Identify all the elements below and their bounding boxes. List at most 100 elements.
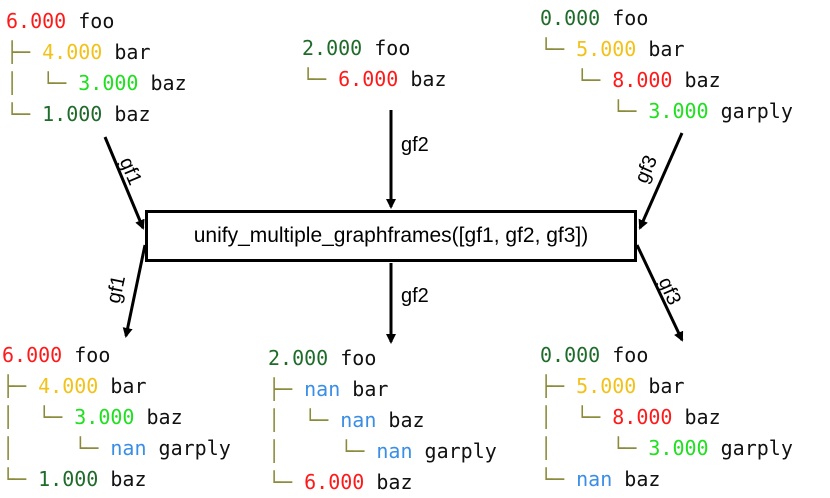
tree-guide: └─ xyxy=(302,67,339,91)
node-name: garply xyxy=(424,439,497,463)
node-name: foo xyxy=(374,36,411,60)
node-value: nan xyxy=(340,408,377,432)
tree-node: └─ nan baz xyxy=(540,464,793,495)
tree-guide: │ └─ xyxy=(268,439,377,463)
tree-node: └─ 6.000 baz xyxy=(268,467,497,498)
arrow-out-gf3 xyxy=(635,244,684,342)
tree-guide: ├─ xyxy=(540,374,577,398)
function-box: unify_multiple_graphframes([gf1, gf2, gf… xyxy=(145,210,637,262)
node-value: 8.000 xyxy=(612,405,673,429)
tree-node: └─ 3.000 garply xyxy=(540,96,793,127)
node-value: nan xyxy=(110,436,147,460)
node-name: foo xyxy=(74,343,111,367)
node-name: baz xyxy=(146,405,183,429)
arrow-label-out-gf2: gf2 xyxy=(401,285,429,307)
input-tree-gf1: 6.000 foo├─ 4.000 bar│ └─ 3.000 baz└─ 1.… xyxy=(6,6,187,130)
node-name: baz xyxy=(624,467,661,491)
node-name: baz xyxy=(684,68,721,92)
node-name: baz xyxy=(110,467,147,491)
node-name: baz xyxy=(388,408,425,432)
node-value: 0.000 xyxy=(540,343,601,367)
node-value: 8.000 xyxy=(612,68,673,92)
output-tree-gf1: 6.000 foo├─ 4.000 bar│ └─ 3.000 baz│ └─ … xyxy=(2,340,231,495)
node-value: 4.000 xyxy=(42,40,103,64)
tree-node: ├─ nan bar xyxy=(268,374,497,405)
tree-guide: └─ xyxy=(540,99,649,123)
tree-guide: │ └─ xyxy=(6,71,79,95)
tree-guide: └─ xyxy=(6,102,43,126)
tree-guide: ├─ xyxy=(2,374,39,398)
node-value: nan xyxy=(304,377,341,401)
tree-guide: └─ xyxy=(540,467,577,491)
node-name: bar xyxy=(110,374,147,398)
node-name: garply xyxy=(720,436,793,460)
tree-node: │ └─ 8.000 baz xyxy=(540,402,793,433)
tree-node: ├─ 5.000 bar xyxy=(540,371,793,402)
tree-node: │ └─ nan garply xyxy=(268,436,497,467)
node-value: 6.000 xyxy=(304,470,365,494)
node-name: bar xyxy=(648,374,685,398)
tree-node: 2.000 foo xyxy=(302,33,447,64)
tree-node: │ └─ 3.000 baz xyxy=(2,402,231,433)
node-name: baz xyxy=(114,102,151,126)
tree-guide: │ └─ xyxy=(268,408,341,432)
node-value: nan xyxy=(376,439,413,463)
node-name: bar xyxy=(648,37,685,61)
node-value: 1.000 xyxy=(38,467,99,491)
tree-node: │ └─ nan baz xyxy=(268,405,497,436)
node-name: foo xyxy=(78,9,115,33)
node-value: 3.000 xyxy=(648,436,709,460)
node-name: bar xyxy=(352,377,389,401)
tree-node: └─ 6.000 baz xyxy=(302,64,447,95)
node-name: baz xyxy=(150,71,187,95)
node-name: baz xyxy=(376,470,413,494)
arrow-out-gf1 xyxy=(122,244,147,338)
node-name: garply xyxy=(158,436,231,460)
tree-node: 2.000 foo xyxy=(268,343,497,374)
node-value: 5.000 xyxy=(576,37,637,61)
tree-node: ├─ 4.000 bar xyxy=(2,371,231,402)
node-value: 4.000 xyxy=(38,374,99,398)
node-value: 1.000 xyxy=(42,102,103,126)
tree-node: ├─ 4.000 bar xyxy=(6,37,187,68)
node-value: 5.000 xyxy=(576,374,637,398)
node-name: baz xyxy=(684,405,721,429)
node-value: 6.000 xyxy=(6,9,67,33)
output-tree-gf2: 2.000 foo├─ nan bar│ └─ nan baz│ └─ nan … xyxy=(268,343,497,498)
input-tree-gf3: 0.000 foo└─ 5.000 bar └─ 8.000 baz └─ 3.… xyxy=(540,3,793,127)
tree-node: 0.000 foo xyxy=(540,340,793,371)
input-tree-gf2: 2.000 foo└─ 6.000 baz xyxy=(302,33,447,95)
node-value: 3.000 xyxy=(78,71,139,95)
tree-node: │ └─ nan garply xyxy=(2,433,231,464)
node-name: baz xyxy=(410,67,447,91)
tree-guide: └─ xyxy=(2,467,39,491)
node-value: 3.000 xyxy=(648,99,709,123)
tree-guide: └─ xyxy=(268,470,305,494)
node-name: bar xyxy=(114,40,151,64)
tree-node: └─ 5.000 bar xyxy=(540,34,793,65)
tree-guide: └─ xyxy=(540,37,577,61)
tree-guide: │ └─ xyxy=(540,436,649,460)
node-value: nan xyxy=(576,467,613,491)
tree-guide: ├─ xyxy=(6,40,43,64)
node-value: 3.000 xyxy=(74,405,135,429)
tree-guide: └─ xyxy=(540,68,613,92)
tree-node: └─ 8.000 baz xyxy=(540,65,793,96)
tree-guide: ├─ xyxy=(268,377,305,401)
node-value: 6.000 xyxy=(2,343,63,367)
node-value: 0.000 xyxy=(540,6,601,30)
tree-guide: │ └─ xyxy=(2,405,75,429)
tree-node: │ └─ 3.000 garply xyxy=(540,433,793,464)
node-value: 2.000 xyxy=(302,36,363,60)
arrow-label-in-gf2: gf2 xyxy=(401,134,429,156)
tree-node: 6.000 foo xyxy=(6,6,187,37)
tree-node: └─ 1.000 baz xyxy=(6,99,187,130)
output-tree-gf3: 0.000 foo├─ 5.000 bar│ └─ 8.000 baz│ └─ … xyxy=(540,340,793,495)
tree-guide: │ └─ xyxy=(540,405,613,429)
node-name: foo xyxy=(612,343,649,367)
tree-node: │ └─ 3.000 baz xyxy=(6,68,187,99)
node-name: garply xyxy=(720,99,793,123)
tree-node: 0.000 foo xyxy=(540,3,793,34)
